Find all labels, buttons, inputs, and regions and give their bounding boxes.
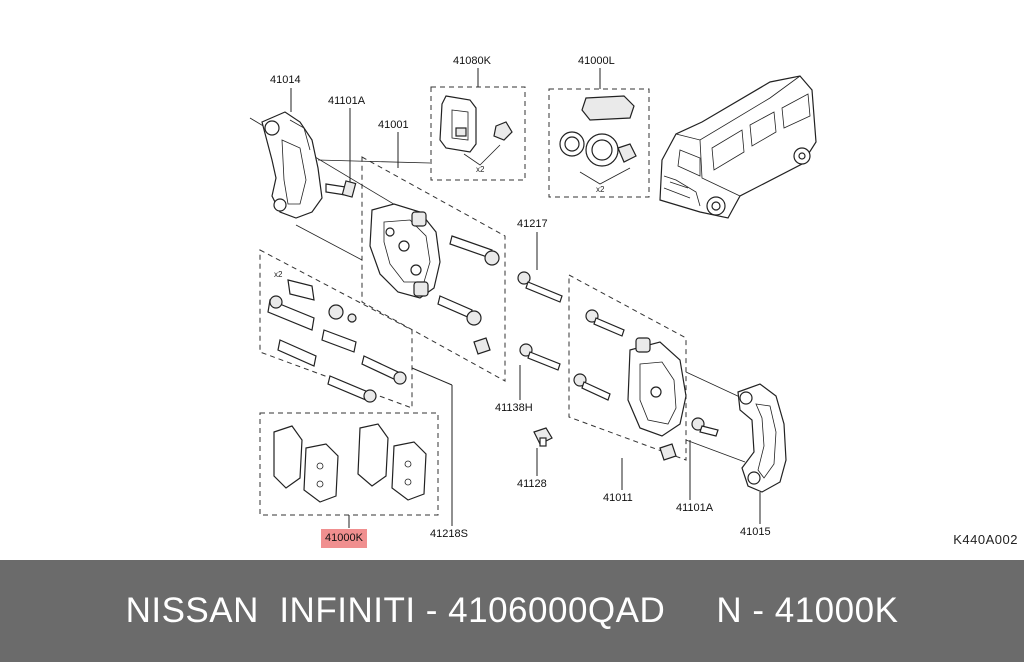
pin-kit-41218s: x2 xyxy=(267,270,407,403)
group-box-41000l xyxy=(548,88,650,198)
qty-mark-41080k: x2 xyxy=(476,165,485,174)
group-box-41001 xyxy=(361,156,506,382)
leader-41218s-diagonal xyxy=(411,367,453,386)
label-41128: 41128 xyxy=(517,478,547,490)
axis-line-right-low xyxy=(685,439,746,463)
caliper-41001 xyxy=(369,203,441,299)
label-41000k-highlighted[interactable]: 41000K xyxy=(321,529,367,548)
label-41217: 41217 xyxy=(517,218,548,230)
brake-pads-41000k xyxy=(273,423,427,503)
group-box-41011 xyxy=(568,274,687,461)
parts-diagram: x2 x2 x2 xyxy=(249,55,1018,548)
bleeder-cap-41001 xyxy=(473,337,491,355)
label-41138h: 41138H xyxy=(495,402,533,414)
label-41014: 41014 xyxy=(270,74,301,86)
axis-line-bracket xyxy=(317,159,431,164)
label-41015: 41015 xyxy=(740,526,771,538)
label-41101a-bottom: 41101A xyxy=(676,502,714,514)
qty-mark-41000l: x2 xyxy=(596,185,605,194)
axis-line-mid xyxy=(295,224,363,261)
seal-kit-41000l: x2 xyxy=(559,95,637,194)
bleeder-41128 xyxy=(533,427,553,447)
label-41080k: 41080K xyxy=(453,55,491,67)
label-41001: 41001 xyxy=(378,119,409,131)
label-41101a-top: 41101A xyxy=(328,95,366,107)
guide-pin-upper xyxy=(449,235,500,266)
footer-bar: NISSAN INFINITI - 4106000QAD N - 41000K xyxy=(0,560,1024,662)
bracket-41015 xyxy=(737,383,787,493)
bolt-41138h xyxy=(519,343,561,371)
bolt-41101a-bottom xyxy=(691,417,719,437)
qty-mark-41218s: x2 xyxy=(274,270,283,279)
bracket-41014 xyxy=(261,111,323,219)
label-41218s: 41218S xyxy=(430,528,468,540)
footer-part-title: NISSAN INFINITI - 4106000QAD N - 41000K xyxy=(125,591,899,630)
clip-kit-41080k: x2 xyxy=(439,95,513,174)
diagram-code: K440A002 xyxy=(953,532,1018,547)
bolt-41101a-top xyxy=(325,180,357,198)
guide-pin-lower xyxy=(437,295,482,326)
label-41011: 41011 xyxy=(603,492,633,504)
group-box-41218s xyxy=(259,249,413,409)
label-41000l: 41000L xyxy=(578,55,615,67)
exploded-view-drawing: x2 x2 x2 xyxy=(249,68,817,528)
axis-line-right xyxy=(685,371,743,399)
bolt-41217 xyxy=(517,271,563,303)
van-illustration xyxy=(659,75,817,219)
caliper-41011 xyxy=(573,309,687,461)
